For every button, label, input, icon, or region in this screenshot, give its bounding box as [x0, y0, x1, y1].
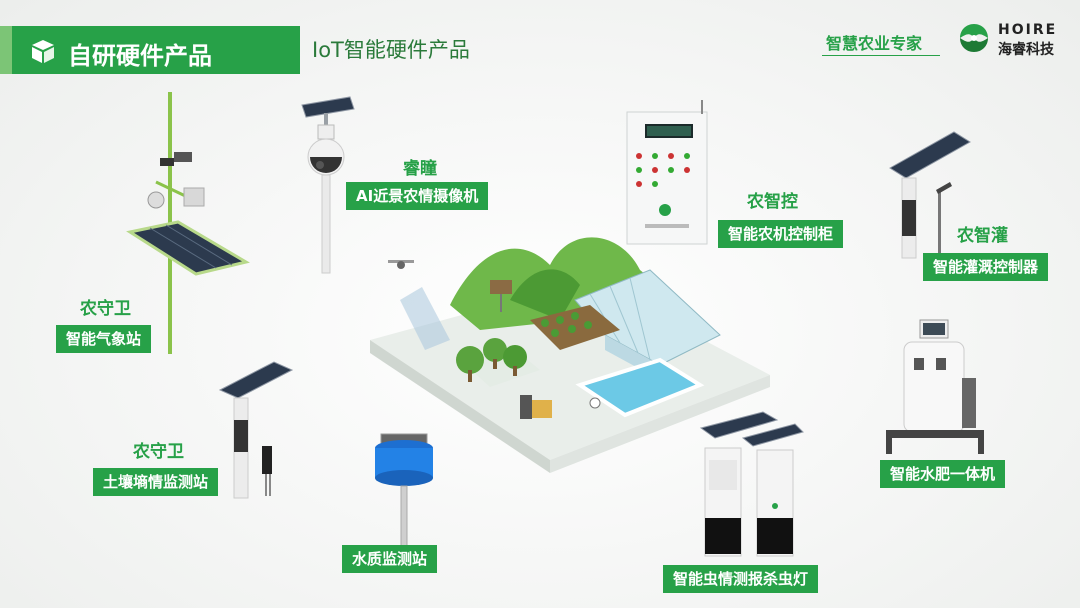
product-tag-soil-station: 土壤墒情监测站: [93, 468, 219, 496]
page-subtitle: IoT智能硬件产品: [312, 38, 470, 62]
page-title: 自研硬件产品: [68, 42, 212, 70]
product-tag-water-fertilizer-machine: 智能水肥一体机: [880, 460, 1006, 488]
product-tag-control-cabinet: 智能农机控制柜: [718, 220, 844, 248]
weather-station-device: [126, 92, 250, 354]
water-quality-buoy-device: [375, 433, 433, 559]
product-name-nongzhiguan: 农智灌: [957, 226, 1008, 246]
smart-farm-illustration: [370, 237, 770, 473]
product-tag-weather-station: 智能气象站: [56, 325, 152, 353]
cube-icon: [32, 40, 54, 63]
logo-text-cn: 海睿科技: [998, 42, 1054, 58]
product-tag-irrigation-controller: 智能灌溉控制器: [923, 253, 1049, 281]
product-name-ruitong: 睿瞳: [403, 159, 437, 179]
slogan-divider: [822, 55, 940, 56]
control-cabinet-device: [626, 100, 708, 245]
product-tag-water-quality-station: 水质监测站: [342, 545, 438, 573]
product-name-nongshouwei-2: 农守卫: [133, 442, 184, 462]
product-tag-ai-camera: AI近景农情摄像机: [346, 182, 489, 210]
product-name-nongshouwei-1: 农守卫: [80, 299, 131, 319]
irrigation-controller-device: [889, 131, 971, 259]
slogan: 智慧农业专家: [826, 34, 923, 53]
insect-lamp-device: [699, 411, 804, 557]
ai-camera-device: [301, 96, 355, 274]
brand-logo-icon: [960, 24, 988, 52]
water-fertilizer-machine-device: [886, 319, 984, 454]
logo-text-en: HOIRE: [998, 22, 1058, 38]
header-bar: 自研硬件产品: [0, 26, 300, 74]
soil-station-device: [218, 361, 294, 499]
product-name-nongzhikong: 农智控: [747, 192, 798, 212]
product-tag-insect-lamp: 智能虫情测报杀虫灯: [663, 565, 819, 593]
